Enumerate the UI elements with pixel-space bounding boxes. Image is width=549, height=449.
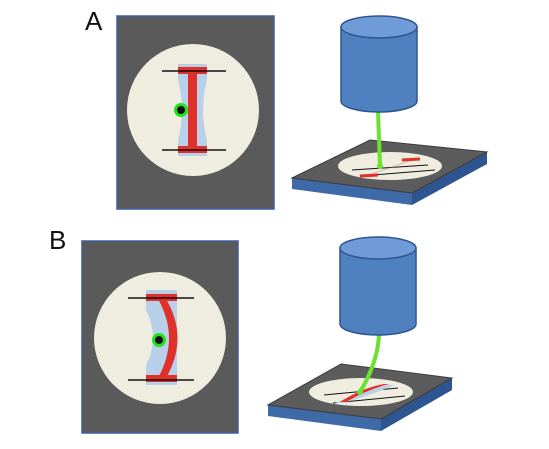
laser-dot-icon: [152, 333, 166, 347]
stage-sample-end-1-a: [359, 173, 379, 178]
laser-dot-icon: [174, 103, 188, 117]
stage-side-front-b: [268, 405, 381, 431]
panel-label-b: B: [49, 225, 67, 255]
stage-sample-backing-a: [365, 160, 414, 177]
panel-a: [116, 15, 489, 210]
stage-sample-end-2-a: [401, 157, 421, 162]
microscope-setup-b: [266, 236, 454, 431]
top-view-chamber-a: [116, 15, 275, 210]
laser-beam-b: [358, 333, 381, 394]
stage-dish-a: [338, 152, 442, 180]
sample-bottom-bar-b: [146, 375, 177, 382]
stage-sample-red-b: [340, 384, 389, 402]
laser-beam-a: [376, 110, 382, 167]
top-view-chamber-b: [81, 240, 239, 434]
sample-core-b: [158, 299, 178, 378]
stage-sample-a: [351, 157, 436, 178]
stage-side-right-b: [381, 378, 452, 431]
laser-spot-b: [357, 389, 363, 395]
stage-sample-red-a: [366, 159, 414, 176]
stage-side-front-a: [292, 178, 412, 205]
sample-core-a: [188, 72, 197, 148]
laser-spot-a: [377, 163, 383, 169]
objective-lens-icon: [339, 236, 417, 336]
stage-side-right-a: [412, 152, 487, 205]
microscope-setup-a: [290, 15, 489, 205]
panel-label-a: A: [85, 6, 103, 36]
objective-lens-icon: [340, 15, 418, 113]
panel-b: [81, 236, 454, 434]
sample-strip-a: [162, 64, 226, 156]
